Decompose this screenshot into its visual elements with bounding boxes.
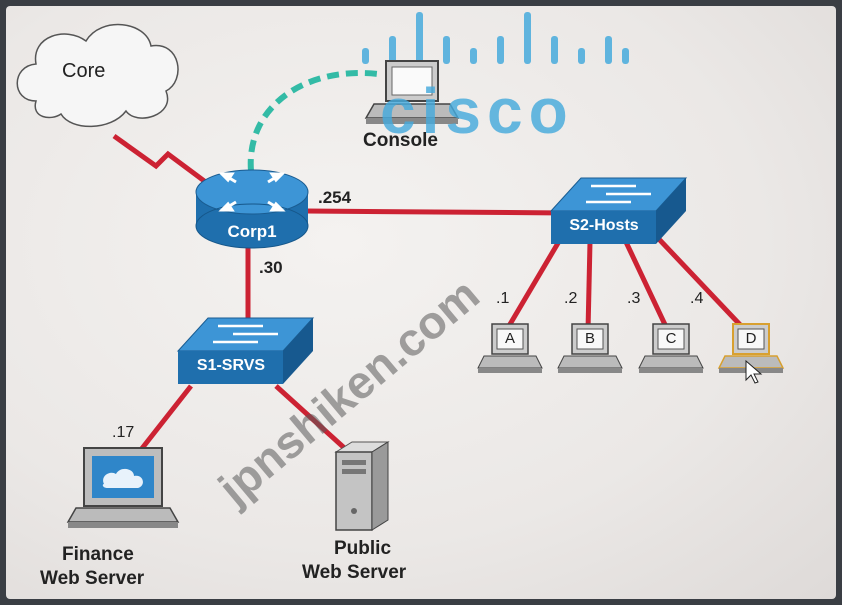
switch-s2-icon xyxy=(549,177,688,244)
finance-label-line1: Finance xyxy=(62,544,134,565)
host-d-icon xyxy=(717,323,785,384)
links-layer xyxy=(112,70,748,458)
link-s2-b xyxy=(585,241,593,332)
console-link xyxy=(247,70,379,172)
finance-ip: .17 xyxy=(112,424,135,441)
host-c-ip: .3 xyxy=(627,290,641,307)
core-cloud xyxy=(16,24,179,128)
cursor-icon xyxy=(745,359,763,384)
host-b-icon xyxy=(557,323,623,373)
host-b-ip: .2 xyxy=(564,290,578,307)
finance-label-line2: Web Server xyxy=(40,568,145,589)
router-ip-30: .30 xyxy=(259,258,283,277)
finance-server-icon xyxy=(66,447,180,528)
link-s2-a xyxy=(503,236,564,333)
console-pc-icon xyxy=(364,60,460,124)
host-a-icon xyxy=(477,323,543,373)
console-label: Console xyxy=(363,130,438,151)
host-c-label: C xyxy=(665,330,677,347)
link-corp1-s2 xyxy=(305,208,567,216)
host-d-ip: .4 xyxy=(690,290,704,307)
router-ip-254: .254 xyxy=(318,188,352,207)
host-c-icon xyxy=(638,323,704,373)
public-server-icon xyxy=(334,441,390,531)
link-s2-d xyxy=(654,234,748,333)
switch-s2-label: S2-Hosts xyxy=(569,217,639,234)
core-label: Core xyxy=(62,60,106,82)
link-s1-finance xyxy=(134,384,193,458)
host-a-label: A xyxy=(504,330,515,347)
host-d-label: D xyxy=(745,330,757,347)
host-a-ip: .1 xyxy=(496,290,510,307)
cisco-logo-text: cisco xyxy=(380,75,574,147)
router-label: Corp1 xyxy=(227,222,277,241)
router-icon xyxy=(195,169,309,249)
switch-s1-icon xyxy=(176,317,315,384)
host-pcs xyxy=(477,323,785,384)
diagram-canvas: Core Console Corp1 .254 .30 S2-Hosts xyxy=(6,6,836,599)
cisco-logo-bars xyxy=(362,12,629,64)
public-label-line1: Public xyxy=(334,538,392,559)
serial-link xyxy=(112,133,213,189)
public-label-line2: Web Server xyxy=(302,562,407,583)
host-b-label: B xyxy=(584,330,595,347)
link-s2-c xyxy=(623,240,671,333)
switch-s1-label: S1-SRVS xyxy=(196,357,266,374)
link-s1-public xyxy=(274,384,353,456)
